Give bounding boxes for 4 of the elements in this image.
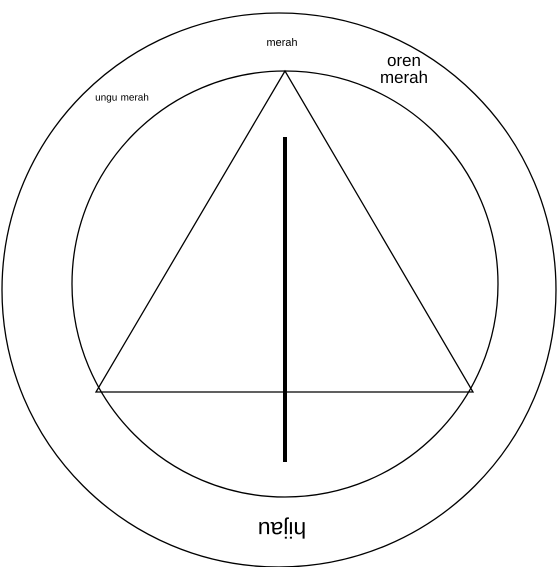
color-label: oren merah [381, 56, 427, 84]
color-label: merah [267, 38, 297, 46]
color-label: hijau [259, 517, 305, 539]
color-label: ungu merah [96, 93, 148, 103]
